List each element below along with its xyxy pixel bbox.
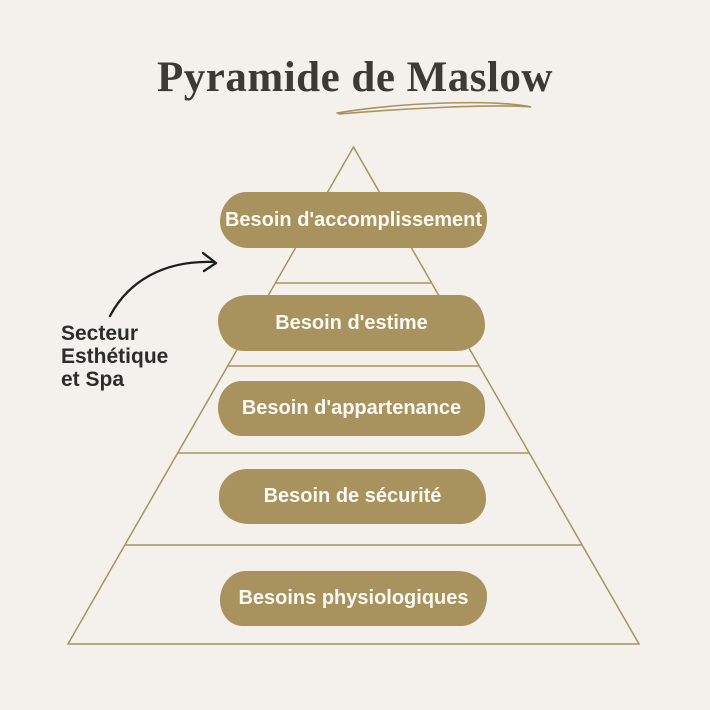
pyramid-level-appartenance: Besoin d'appartenance <box>218 381 485 436</box>
pyramid-level-estime: Besoin d'estime <box>218 295 485 351</box>
pyramid-level-accomplissement: Besoin d'accomplissement <box>220 192 487 248</box>
annotation-label-line: et Spa <box>61 368 125 391</box>
pyramid-level-securite: Besoin de sécurité <box>219 469 486 524</box>
arrow-curve <box>108 260 216 318</box>
annotation-label: Secteur Esthétique et Spa <box>61 322 168 391</box>
pyramid-level-physiologiques: Besoins physiologiques <box>220 571 487 626</box>
arrow-head <box>201 251 218 273</box>
pyramid-level-label: Besoin d'estime <box>275 311 428 334</box>
pyramid-level-label: Besoins physiologiques <box>238 587 469 609</box>
annotation-label-line: Secteur <box>61 322 139 345</box>
pyramid-level-label: Besoin d'accomplissement <box>224 208 483 231</box>
page-title: Pyramide de Maslow <box>157 54 553 101</box>
pyramid-level-label: Besoin de sécurité <box>263 485 442 507</box>
pyramid-triangle <box>66 145 641 645</box>
pyramid-level-label: Besoin d'appartenance <box>241 397 462 419</box>
swoosh-curve <box>336 101 532 115</box>
annotation-label-line: Esthétique <box>61 345 169 368</box>
